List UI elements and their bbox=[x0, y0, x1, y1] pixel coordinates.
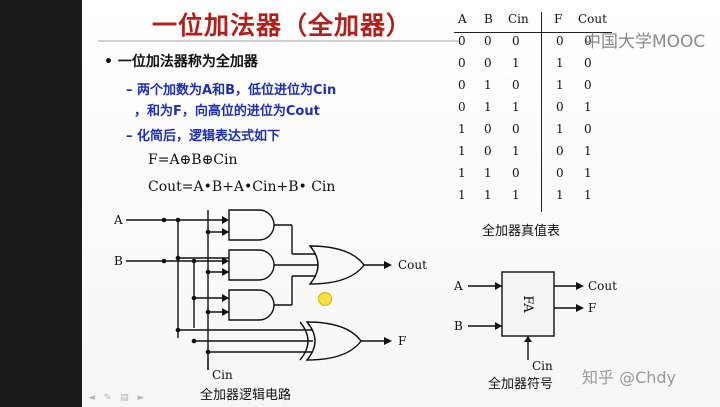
full-adder-circuit: A B Cout F Cin 全加器逻辑电路 bbox=[113, 209, 427, 403]
truth-table-cell: 0 bbox=[512, 34, 520, 48]
slide-player-controls[interactable]: ◄ ✎ ▤ ► bbox=[88, 393, 148, 403]
truth-table-cell: 1 bbox=[584, 144, 592, 158]
symbol-input-b: B bbox=[454, 319, 463, 333]
truth-table-cell: 1 bbox=[584, 188, 592, 202]
truth-table-cell: 1 bbox=[512, 100, 520, 114]
truth-table-cell: 1 bbox=[458, 188, 466, 202]
truth-table-cell: 1 bbox=[512, 144, 520, 158]
truth-table-row: 0 1 0 1 0 bbox=[452, 76, 612, 98]
title-divider bbox=[98, 40, 458, 42]
truth-table-cell: 0 bbox=[584, 34, 592, 48]
truth-table-cell: 0 bbox=[556, 166, 564, 180]
truth-table-divider bbox=[541, 12, 542, 212]
th-cout: Cout bbox=[578, 12, 607, 26]
truth-table-cell: 1 bbox=[556, 122, 564, 136]
symbol-label: FA bbox=[520, 295, 535, 313]
truth-table-cell: 1 bbox=[556, 188, 564, 202]
bullet-main-text: 一位加法器称为全加器 bbox=[117, 54, 258, 70]
truth-table-header-rule bbox=[454, 32, 612, 33]
truth-table-cell: 0 bbox=[458, 78, 466, 92]
circuit-input-a: A bbox=[113, 213, 123, 227]
truth-table-cell: 1 bbox=[458, 144, 466, 158]
truth-table-row: 0 0 1 1 0 bbox=[452, 54, 612, 76]
truth-table-row: 1 0 0 1 0 bbox=[452, 120, 612, 142]
sub-bullet-2: – 化简后，逻辑表达式如下 bbox=[126, 129, 281, 144]
truth-table-cell: 0 bbox=[512, 78, 520, 92]
cursor-highlight bbox=[318, 292, 332, 306]
truth-table-row: 1 1 0 0 1 bbox=[452, 164, 612, 186]
truth-table-header: A B Cin F Cout bbox=[452, 10, 612, 32]
truth-table-row: 0 0 0 0 0 bbox=[452, 32, 612, 54]
truth-table-cell: 0 bbox=[484, 56, 492, 70]
th-a: A bbox=[458, 12, 467, 26]
truth-table-cell: 1 bbox=[484, 188, 492, 202]
truth-table-cell: 0 bbox=[556, 34, 564, 48]
circuit-input-b: B bbox=[114, 254, 123, 268]
th-cin: Cin bbox=[508, 12, 529, 26]
equation-cout: Cout=A•B+A•Cin+B• Cin bbox=[148, 179, 336, 195]
full-adder-symbol: FA A B Cout F Cin 全加器符号 bbox=[453, 271, 617, 392]
truth-table-cell: 0 bbox=[458, 100, 466, 114]
slide-title: 一位加法器（全加器） bbox=[152, 11, 413, 40]
symbol-caption: 全加器符号 bbox=[488, 376, 553, 392]
truth-table-cell: 1 bbox=[484, 78, 492, 92]
truth-table-cell: 1 bbox=[556, 56, 564, 70]
equation-f: F=A⊕B⊕Cin bbox=[148, 152, 238, 168]
circuit-input-cin: Cin bbox=[212, 368, 233, 382]
truth-table-cell: 0 bbox=[458, 56, 466, 70]
truth-table-cell: 1 bbox=[556, 78, 564, 92]
truth-table-cell: 1 bbox=[512, 56, 520, 70]
truth-table-cell: 0 bbox=[556, 144, 564, 158]
truth-table-row: 1 0 1 0 1 bbox=[452, 142, 612, 164]
th-f: F bbox=[554, 12, 563, 26]
truth-table-cell: 1 bbox=[584, 166, 592, 180]
truth-table-cell: 0 bbox=[584, 78, 592, 92]
truth-table-caption: 全加器真值表 bbox=[482, 224, 561, 239]
truth-table-cell: 0 bbox=[584, 56, 592, 70]
circuit-output-f: F bbox=[398, 334, 406, 348]
truth-table-cell: 1 bbox=[484, 100, 492, 114]
truth-table-body: 0 0 0 0 0 0 0 1 1 0 0 1 0 1 0 0 1 1 0 1 1 0 0 1 0 1 0 1 0 1 1 1 0 0 1 1 1 1 1 1 bbox=[452, 32, 612, 208]
truth-table-cell: 0 bbox=[512, 166, 520, 180]
truth-table-row: 1 1 1 1 1 bbox=[452, 186, 612, 208]
truth-table-cell: 0 bbox=[458, 34, 466, 48]
symbol-output-cout: Cout bbox=[588, 279, 617, 293]
slide: 一位加法器（全加器） • 一位加法器称为全加器 – 两个加数为A和B，低位进位为… bbox=[82, 0, 720, 407]
truth-table-cell: 0 bbox=[484, 144, 492, 158]
truth-table-cell: 0 bbox=[512, 122, 520, 136]
truth-table-cell: 1 bbox=[458, 166, 466, 180]
sub-bullet-1-cont: ，和为F，向高位的进位为Cout bbox=[134, 104, 320, 119]
circuit-output-cout: Cout bbox=[398, 258, 427, 272]
truth-table-cell: 1 bbox=[458, 122, 466, 136]
truth-table-cell: 1 bbox=[584, 100, 592, 114]
sub-bullet-1: – 两个加数为A和B，低位进位为Cin bbox=[126, 83, 337, 98]
truth-table-cell: 1 bbox=[484, 166, 492, 180]
symbol-input-cin: Cin bbox=[532, 359, 553, 373]
watermark-zhihu: 知乎 @Chdy bbox=[582, 368, 677, 387]
bullet-main: • 一位加法器称为全加器 bbox=[104, 54, 258, 70]
truth-table-cell: 0 bbox=[584, 122, 592, 136]
symbol-output-f: F bbox=[588, 301, 596, 315]
truth-table-row: 0 1 1 0 1 bbox=[452, 98, 612, 120]
watermark-mooc: 中国大学MOOC bbox=[584, 32, 706, 52]
circuit-caption: 全加器逻辑电路 bbox=[200, 387, 291, 403]
symbol-input-a: A bbox=[453, 279, 463, 293]
th-b: B bbox=[484, 12, 493, 26]
truth-table-cell: 0 bbox=[484, 34, 492, 48]
truth-table-cell: 1 bbox=[512, 188, 520, 202]
truth-table-cell: 0 bbox=[556, 100, 564, 114]
truth-table-cell: 0 bbox=[484, 122, 492, 136]
